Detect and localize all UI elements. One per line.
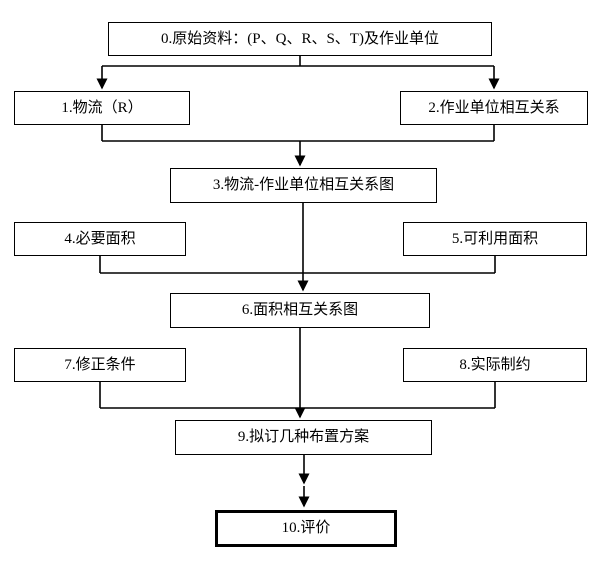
flow-box-material-flow: 1.物流（R） (14, 91, 190, 125)
flow-box-required-area: 4.必要面积 (14, 222, 186, 256)
flow-box-available-area: 5.可利用面积 (403, 222, 587, 256)
flow-box-evaluation: 10.评价 (215, 510, 397, 547)
flow-box-area-relation-map: 6.面积相互关系图 (170, 293, 430, 328)
flow-box-unit-relations: 2.作业单位相互关系 (400, 91, 588, 125)
flow-box-layout-plans: 9.拟订几种布置方案 (175, 420, 432, 455)
connector-0-to-1-2 (96, 56, 500, 90)
flow-box-flow-relation-map: 3.物流-作业单位相互关系图 (170, 168, 437, 203)
flow-box-modify-conditions: 7.修正条件 (14, 348, 186, 382)
flow-box-practical-limits: 8.实际制约 (403, 348, 587, 382)
connector-1-2-to-3 (101, 125, 495, 167)
flow-box-raw-data: 0.原始资料：(P、Q、R、S、T)及作业单位 (108, 22, 492, 56)
